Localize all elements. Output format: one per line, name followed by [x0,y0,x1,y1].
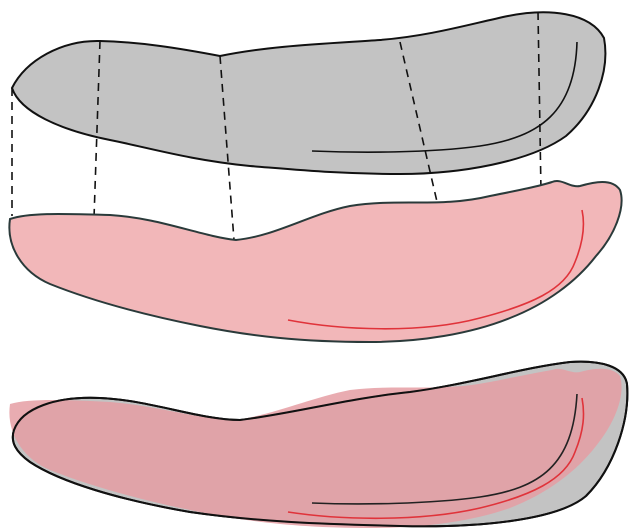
pink-shape-panel [9,181,621,342]
gray-shape-panel [12,12,605,174]
overlay-panel [9,362,627,528]
pink-shape [9,181,621,342]
gray-shape [12,12,605,174]
